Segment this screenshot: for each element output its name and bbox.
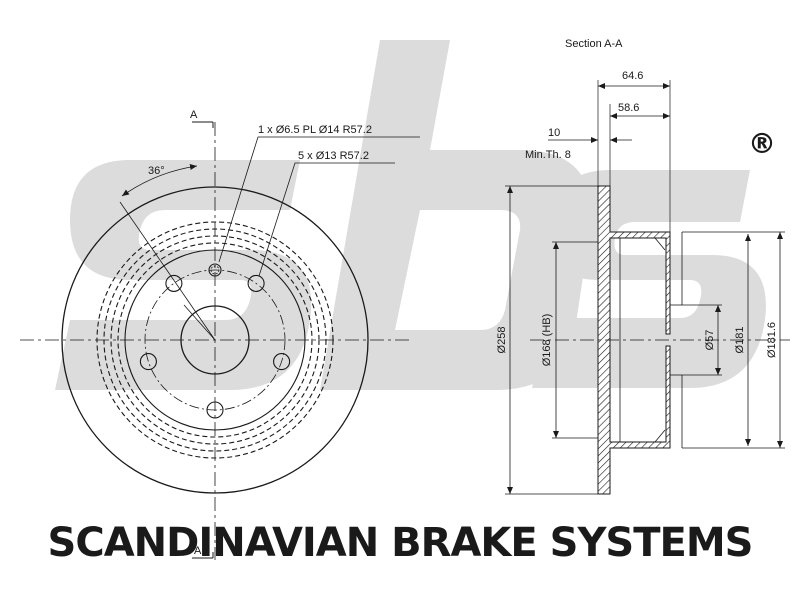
friction-ring-dashed <box>96 221 334 459</box>
hat-outer-circle <box>124 249 306 431</box>
hat-fillet-top <box>654 237 666 251</box>
section-marker-top-label: A <box>190 109 198 121</box>
front-view <box>20 121 420 560</box>
angle-label: 36° <box>148 165 165 177</box>
bolt-hole <box>273 353 291 371</box>
section-view <box>505 80 790 495</box>
radius-line <box>183 304 216 341</box>
registered-mark: ® <box>748 127 776 160</box>
dim-thickness-label: 10 <box>548 127 560 139</box>
leader-bolt-holes <box>258 162 395 277</box>
locating-pin-counterbore <box>210 265 220 275</box>
bolt-holes <box>139 274 291 419</box>
disc-outer-edge <box>61 186 369 494</box>
locating-pin-hole <box>208 263 222 277</box>
dim-overall-width-label: 64.6 <box>622 70 643 82</box>
dim-outer-diameter-label: Ø258 <box>496 327 508 354</box>
bolt-hole <box>139 353 157 371</box>
section-title: Section A-A <box>565 38 623 50</box>
dim-center-bore-label: Ø57 <box>704 330 716 351</box>
dim-hub-bore-label: Ø168 (HB) <box>541 314 553 367</box>
dim-hat-diameter-label: Ø181 <box>734 327 746 354</box>
bolt-hole <box>247 274 265 292</box>
bolt-hole <box>165 274 183 292</box>
dim-hat-outer-label: Ø181.6 <box>766 322 778 358</box>
sbs-logo-watermark <box>55 40 766 390</box>
section-marker-bottom-label: A <box>194 545 202 557</box>
friction-ring-dashed <box>110 235 320 445</box>
angle-reference-line <box>119 201 216 341</box>
hole-note-bolts: 5 x Ø13 R57.2 <box>298 150 369 162</box>
hole-note-pin: 1 x Ø6.5 PL Ø14 R57.2 <box>258 124 372 136</box>
friction-ring-dashed <box>117 242 313 438</box>
friction-ring-dashed <box>103 228 327 452</box>
bolt-hole <box>206 401 224 419</box>
bolt-circle <box>144 269 286 411</box>
angle-dimension-arc <box>121 164 198 197</box>
dim-min-thickness-label: Min.Th. 8 <box>525 149 571 161</box>
leader-pin-hole <box>218 136 420 263</box>
center-bore <box>180 305 250 375</box>
disc-cross-section <box>597 185 671 495</box>
hat-fillet-bottom <box>654 429 666 443</box>
dim-hat-depth-label: 58.6 <box>618 102 639 114</box>
brand-name-watermark: SCANDINAVIAN BRAKE SYSTEMS <box>48 520 753 566</box>
